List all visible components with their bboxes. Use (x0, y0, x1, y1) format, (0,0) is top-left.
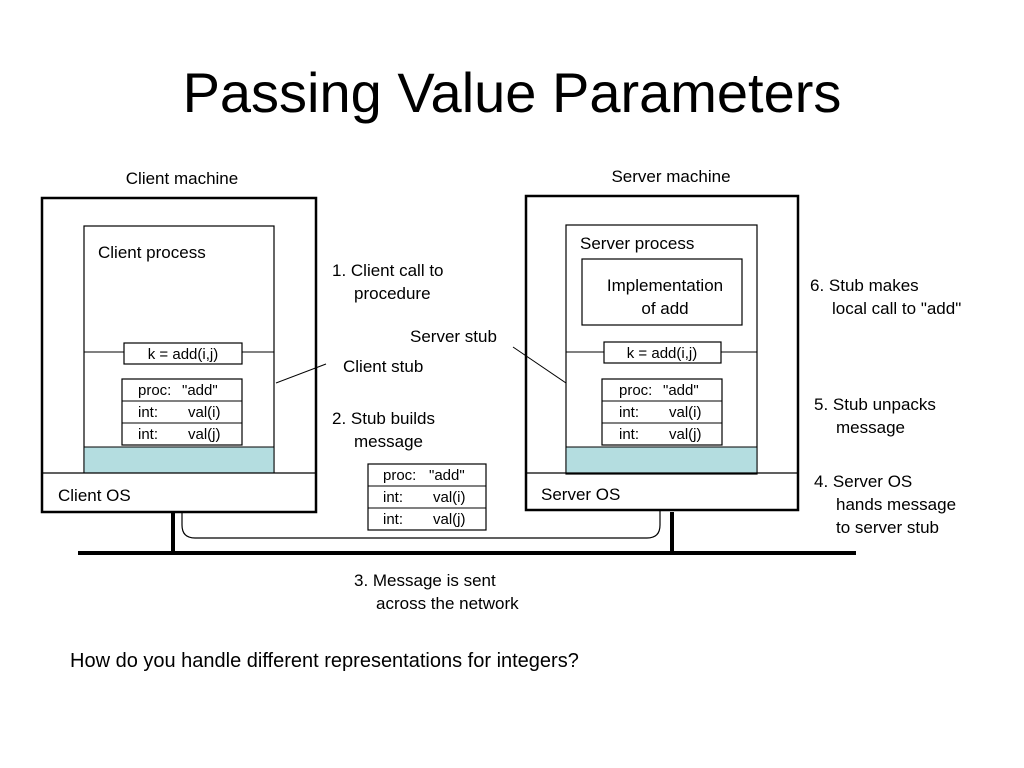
client-msg-val-0: "add" (182, 382, 218, 399)
step-1-line1: 1. Client call to (332, 261, 444, 280)
step-5-line1: 5. Stub unpacks (814, 395, 936, 414)
step-3-line1: 3. Message is sent (354, 571, 496, 590)
server-msg-key-0: proc: (619, 382, 652, 399)
client-call-box (123, 342, 243, 365)
step-1-line2: procedure (354, 284, 431, 303)
net-msg-val-2: val(j) (433, 511, 466, 528)
net-msg-val-1: val(i) (433, 489, 466, 506)
client-os-buffer (83, 446, 275, 474)
net-msg-val-0: "add" (429, 467, 465, 484)
step-2-line1: 2. Stub builds (332, 409, 435, 428)
implementation-line2: of add (641, 299, 688, 318)
server-os-buffer (565, 446, 758, 474)
client-call-text: k = add(i,j) (148, 346, 218, 363)
server-msg-val-1: val(i) (669, 404, 702, 421)
client-stub-pointer (275, 363, 327, 384)
server-msg-key-2: int: (619, 426, 639, 443)
client-stub-label: Client stub (343, 357, 423, 376)
net-msg-key-2: int: (383, 511, 403, 528)
step-2-line2: message (354, 432, 423, 451)
step-6-line2: local call to "add" (832, 299, 961, 318)
step-3-line2: across the network (376, 594, 519, 613)
net-msg-key-1: int: (383, 489, 403, 506)
step-6-line1: 6. Stub makes (810, 276, 919, 295)
client-process-label: Client process (98, 243, 206, 262)
step-4-line1: 4. Server OS (814, 472, 912, 491)
step-4-line2: hands message (836, 495, 956, 514)
client-msg-key-2: int: (138, 426, 158, 443)
server-stub-label: Server stub (410, 327, 497, 346)
server-os-label: Server OS (541, 485, 620, 504)
server-call-box (603, 341, 722, 364)
server-msg-val-2: val(j) (669, 426, 702, 443)
server-msg-val-0: "add" (663, 382, 699, 399)
client-os-label: Client OS (58, 486, 131, 505)
client-message: proc: "add" int: val(i) int: val(j) (121, 378, 243, 446)
client-msg-val-1: val(i) (188, 404, 221, 421)
server-process-label: Server process (580, 234, 694, 253)
server-call-text: k = add(i,j) (627, 345, 697, 362)
server-stub-pointer (512, 346, 567, 384)
step-4-line3: to server stub (836, 518, 939, 537)
question-text: How do you handle different representati… (70, 650, 579, 672)
client-machine-label: Client machine (126, 169, 238, 188)
server-machine-label: Server machine (611, 167, 730, 186)
step-5-line2: message (836, 418, 905, 437)
network-message: proc: "add" int: val(i) int: val(j) (367, 463, 487, 531)
slide-title: Passing Value Parameters (182, 61, 842, 124)
message-path (181, 473, 661, 539)
client-msg-key-1: int: (138, 404, 158, 421)
server-msg-key-1: int: (619, 404, 639, 421)
net-msg-key-0: proc: (383, 467, 416, 484)
implementation-box (581, 258, 743, 326)
server-message: proc: "add" int: val(i) int: val(j) (601, 378, 723, 446)
client-msg-key-0: proc: (138, 382, 171, 399)
client-msg-val-2: val(j) (188, 426, 221, 443)
implementation-line1: Implementation (607, 276, 723, 295)
